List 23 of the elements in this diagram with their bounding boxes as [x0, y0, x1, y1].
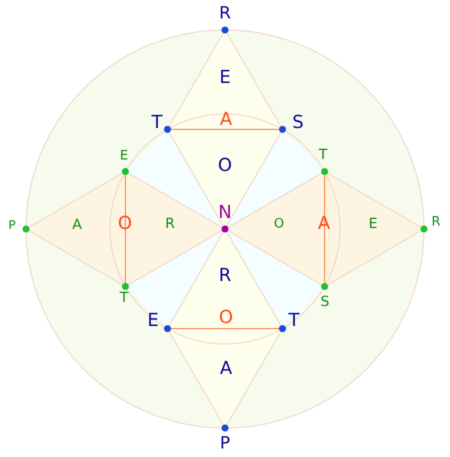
- letter-label: S: [292, 114, 304, 132]
- letter-label: T: [152, 114, 162, 132]
- letter-label: R: [165, 217, 175, 231]
- letter-label: P: [8, 219, 16, 231]
- letter-label: R: [431, 216, 441, 228]
- letter-label: A: [72, 218, 82, 232]
- letter-label: O: [218, 309, 234, 327]
- letter-label: E: [219, 69, 231, 87]
- letter-label: S: [320, 295, 330, 309]
- letter-label: A: [220, 111, 232, 129]
- letter-label: T: [288, 312, 300, 330]
- letter-label: P: [220, 436, 230, 452]
- letter-label: E: [120, 150, 128, 162]
- letter-label: E: [147, 312, 159, 330]
- letter-label: T: [318, 148, 328, 162]
- letter-label: O: [274, 218, 284, 230]
- letter-label: N: [218, 204, 232, 222]
- letter-label: A: [220, 360, 232, 378]
- letter-label: R: [219, 6, 231, 22]
- letter-label: E: [368, 217, 378, 231]
- letter-label: O: [218, 157, 232, 175]
- letter-label: R: [218, 267, 232, 285]
- letter-label: T: [120, 291, 128, 305]
